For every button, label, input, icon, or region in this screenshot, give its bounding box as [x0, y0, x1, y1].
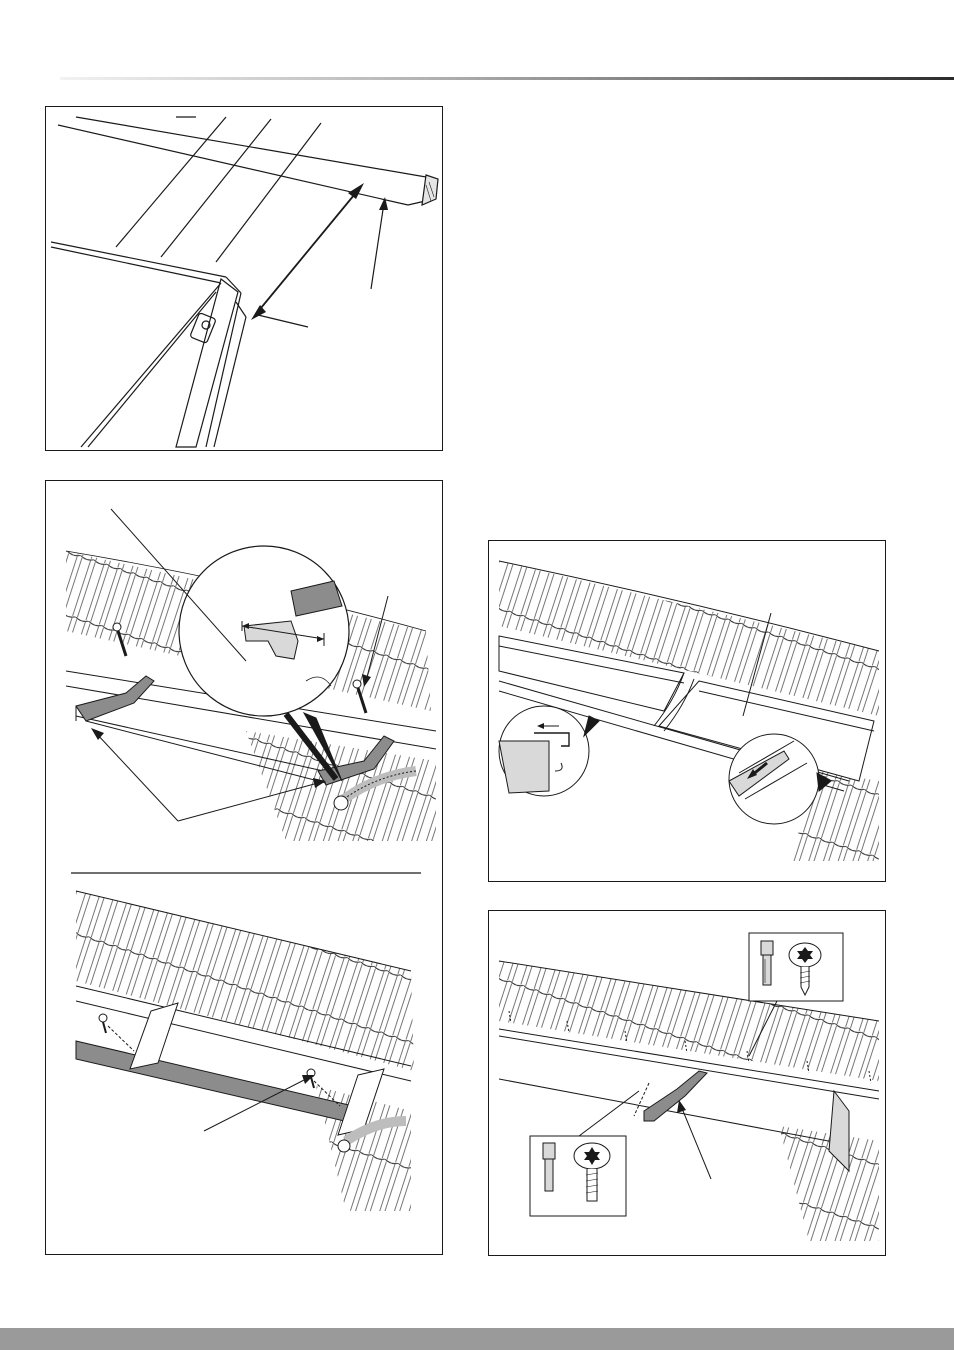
rafters — [116, 117, 321, 262]
figure-4-illustration — [489, 911, 887, 1257]
leader-line-bottom-box — [579, 1091, 639, 1136]
torx-bit-icon — [761, 941, 773, 985]
torx-bit-icon — [543, 1143, 555, 1191]
screw-box-bottom — [530, 1136, 626, 1216]
leader-arrow — [371, 197, 388, 289]
figure-3-panel — [488, 540, 886, 882]
screw-box-top — [749, 933, 843, 1001]
collector-panel — [51, 242, 246, 447]
distance-arrow — [251, 183, 364, 327]
leader-line-strap — [677, 1100, 711, 1179]
roof-tiles-lower — [76, 891, 414, 1211]
footer-bar — [0, 1328, 954, 1350]
figure-2-illustration — [46, 481, 444, 1256]
retaining-strap — [634, 1071, 707, 1121]
figure-1-panel — [45, 106, 443, 451]
figure-3-illustration — [489, 541, 887, 883]
figure-1-illustration — [46, 107, 444, 452]
header-rule — [60, 77, 954, 80]
figure-4-panel — [488, 910, 886, 1256]
figure-2-panel — [45, 480, 443, 1255]
roof-batten — [58, 117, 438, 205]
detail-magnifier-left — [499, 706, 599, 796]
